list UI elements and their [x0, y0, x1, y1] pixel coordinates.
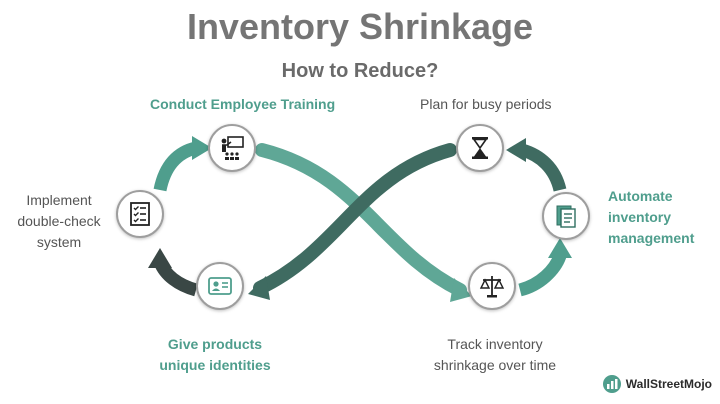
arrowhead-to-track — [450, 278, 472, 302]
documents-icon — [556, 205, 576, 228]
identities-node — [196, 262, 244, 310]
brand-name: WallStreetMojo — [625, 377, 712, 391]
label-track: Track inventory shrinkage over time — [433, 336, 557, 373]
loop-band-left-upper — [153, 141, 198, 192]
label-training: Conduct Employee Training — [150, 96, 336, 112]
label-plan: Plan for busy periods — [420, 96, 552, 112]
loop-band-right-upper — [519, 143, 567, 192]
arrowhead-to-training — [192, 136, 212, 160]
page-title: Inventory Shrinkage — [186, 6, 534, 47]
track-node — [468, 262, 516, 310]
training-node — [208, 124, 256, 172]
automate-node — [542, 192, 590, 240]
checklist-icon — [130, 202, 150, 226]
loop-band-right-lower — [518, 253, 567, 297]
brand-logo: WallStreetMojo — [602, 374, 712, 394]
arrowhead-to-automate — [548, 238, 572, 258]
double-check-node — [116, 190, 164, 238]
scale-icon — [479, 276, 505, 298]
label-identities: Give products unique identities — [159, 336, 271, 373]
plan-node — [456, 124, 504, 172]
loop-band-training-to-track — [255, 143, 467, 297]
page-subtitle: How to Reduce? — [281, 60, 439, 82]
arrowhead-to-double-check — [148, 248, 172, 268]
label-automate: Automate inventory management — [608, 188, 695, 246]
loop-band-plan-to-identities — [253, 143, 457, 295]
hourglass-icon — [472, 137, 488, 159]
training-icon — [221, 136, 244, 160]
arrowhead-to-plan — [506, 138, 526, 162]
id-card-icon — [208, 277, 232, 295]
arrowhead-to-identities — [248, 276, 270, 300]
label-double-check: Implement double-check system — [17, 192, 101, 250]
brand-mark-icon — [602, 375, 621, 393]
